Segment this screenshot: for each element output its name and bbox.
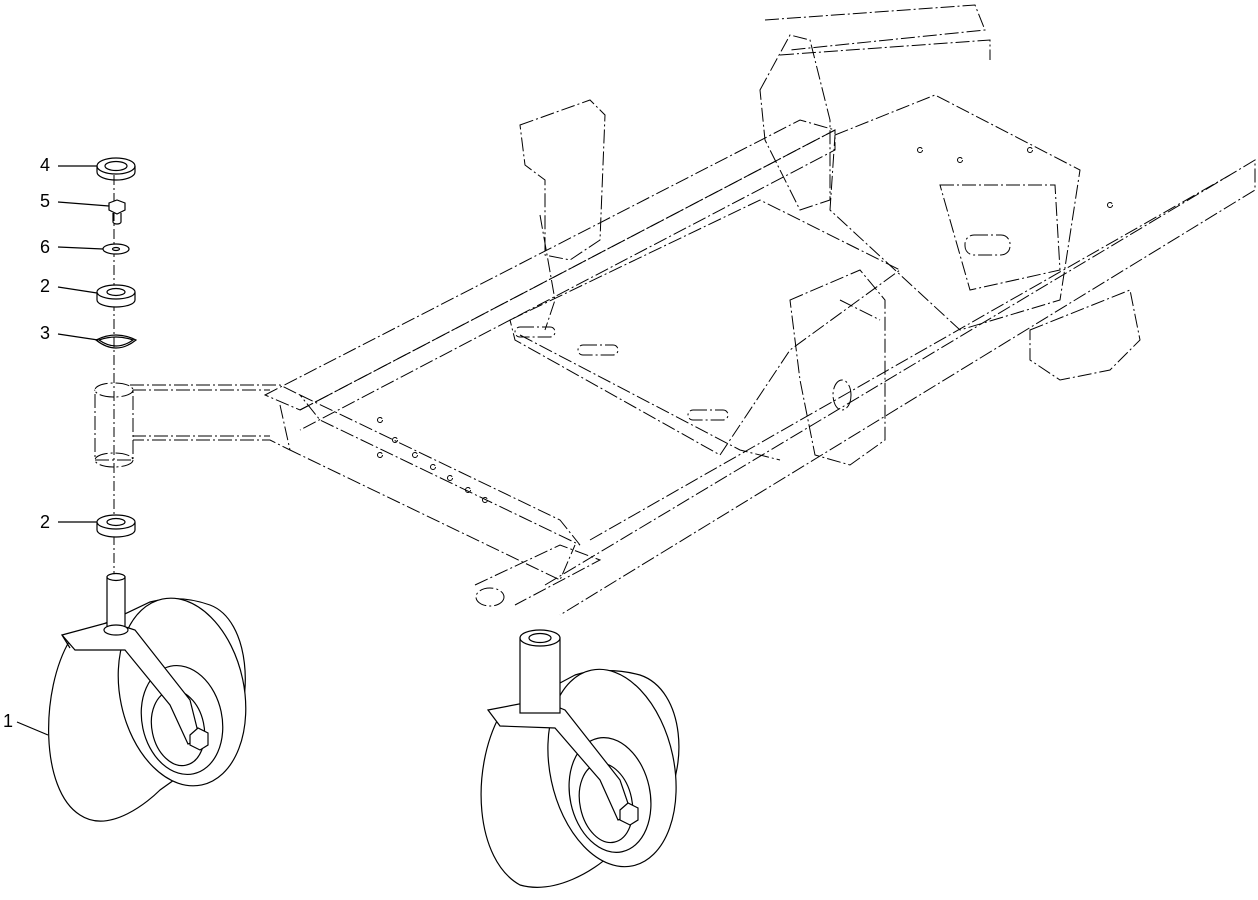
callout-4: 4 — [40, 155, 51, 175]
leader-line-3 — [57, 333, 99, 341]
bearing-upper-part — [96, 284, 136, 308]
leader-line-2a — [57, 286, 98, 294]
callout-3: 3 — [40, 323, 51, 343]
snap-ring-part — [94, 334, 138, 349]
mower-frame — [130, 4, 1256, 616]
caster-pivot-arm — [94, 382, 270, 468]
leader-line-1 — [16, 721, 49, 736]
callout-5: 5 — [40, 191, 51, 211]
callout-2-lower: 2 — [40, 512, 51, 532]
frame-holes — [377, 147, 1113, 503]
leader-line-6 — [57, 246, 104, 250]
callout-6: 6 — [40, 237, 51, 257]
leader-lines — [16, 165, 110, 736]
bearing-lower-part — [96, 514, 136, 538]
leader-line-5 — [57, 201, 110, 207]
washer-part — [102, 243, 130, 255]
caster-wheel-right — [480, 629, 680, 888]
callout-2-upper: 2 — [40, 276, 51, 296]
bolt-part — [108, 199, 126, 225]
callout-1: 1 — [3, 711, 14, 731]
dust-cap-part — [96, 157, 136, 181]
caster-wheel-left — [48, 572, 247, 822]
